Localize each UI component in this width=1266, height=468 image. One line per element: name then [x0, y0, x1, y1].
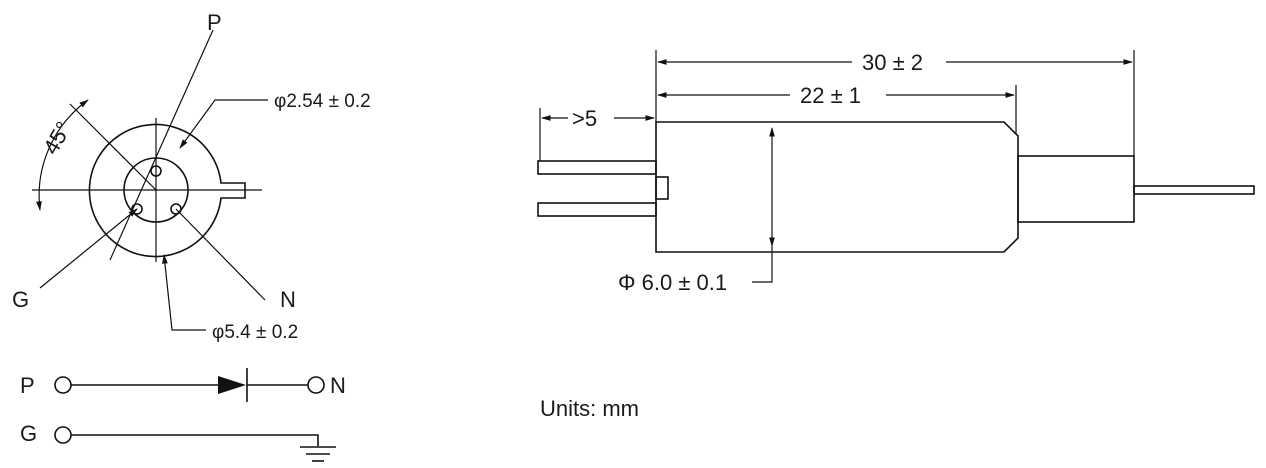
side-view: 30 ± 2 22 ± 1 >5 Φ 6.0 ± 0.1 [537, 50, 1255, 295]
body-dia-label: Φ 6.0 ± 0.1 [618, 270, 727, 295]
leader-n [175, 208, 266, 301]
pin-view: P G N 45° φ2.54 ± 0.2 φ5.4 ± 0.2 [12, 10, 371, 343]
wire-g [71, 434, 319, 446]
leader-g [39, 208, 138, 289]
pin-label-g: G [12, 287, 29, 312]
leader-pin-circle [179, 99, 268, 149]
angle-line [69, 103, 157, 191]
schematic: P N G [20, 368, 346, 462]
schematic-label-g: G [20, 421, 37, 446]
flange-outline [88, 123, 246, 258]
body-outline [655, 121, 1019, 253]
pin-hole-n [170, 203, 182, 215]
leader-p [109, 29, 214, 261]
output-lead [1133, 185, 1255, 195]
angle-label: 45° [38, 117, 76, 158]
terminal-n [307, 376, 325, 394]
schematic-label-n: N [330, 373, 346, 398]
body-tab [655, 176, 669, 200]
pin-circle-dia-label: φ2.54 ± 0.2 [274, 91, 371, 112]
lead-bottom [537, 202, 657, 217]
pin-label-p: P [207, 10, 222, 35]
leader-base-dia [162, 254, 206, 331]
schematic-label-p: P [20, 373, 35, 398]
leader-body-dia [752, 246, 773, 283]
base-dia-label: φ5.4 ± 0.2 [212, 322, 298, 343]
terminal-g [54, 426, 72, 444]
diode-icon [218, 376, 246, 394]
pin-label-n: N [280, 287, 296, 312]
lead-length-label: >5 [572, 106, 597, 131]
lead-top [537, 160, 657, 175]
nose-section [1017, 155, 1135, 223]
units-note: Units: mm [540, 396, 639, 421]
terminal-p [54, 376, 72, 394]
ground-icon [300, 446, 336, 462]
overall-length-label: 30 ± 2 [862, 50, 923, 75]
angle-arc [36, 99, 89, 211]
body-length-label: 22 ± 1 [800, 83, 861, 108]
